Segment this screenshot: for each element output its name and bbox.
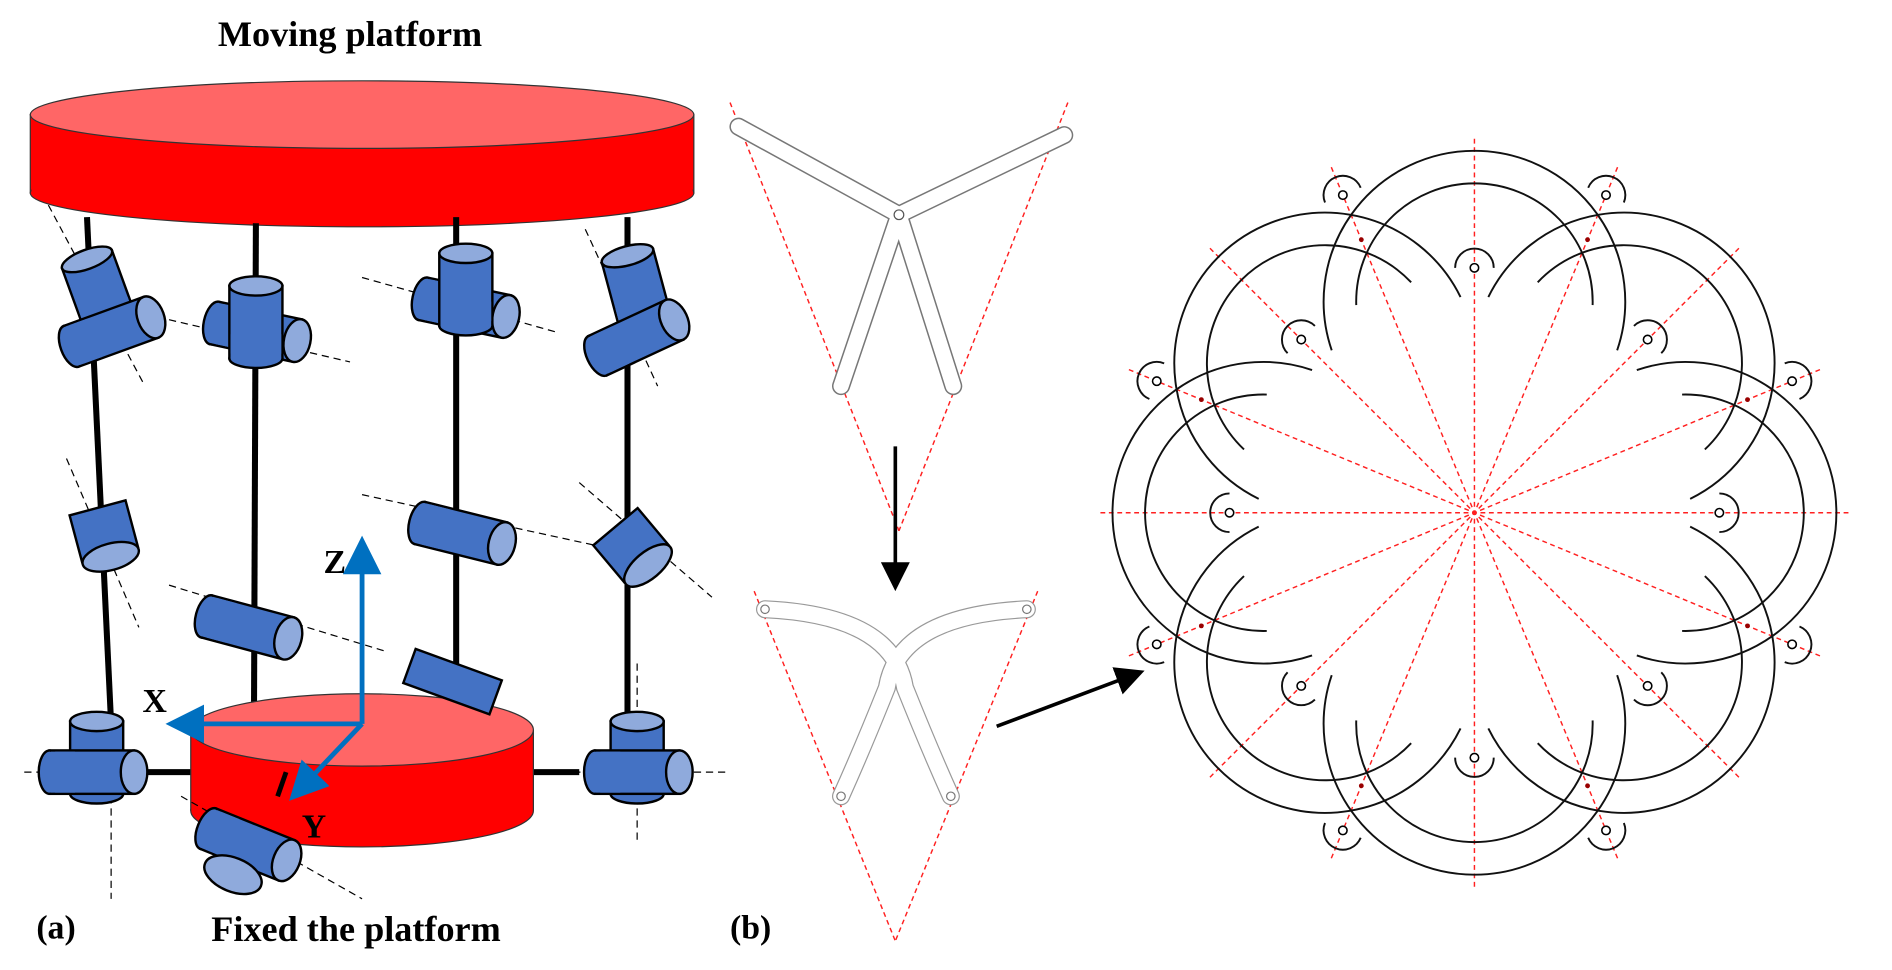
pivot-joint bbox=[1337, 825, 1348, 836]
hinge-point bbox=[1358, 237, 1364, 243]
pivot-joint bbox=[1469, 752, 1480, 763]
hinge-point bbox=[1198, 623, 1204, 629]
pivot-cap bbox=[1587, 822, 1627, 851]
petal-outer-arc bbox=[1111, 360, 1313, 665]
joints bbox=[24, 204, 731, 900]
panel-b: (b) bbox=[729, 102, 1849, 947]
petal-inner-arc bbox=[1355, 720, 1594, 844]
pivot-cap bbox=[1454, 247, 1495, 268]
panel-a: Moving platform bbox=[24, 14, 731, 949]
fixed-platform-title: Fixed the platform bbox=[211, 909, 500, 949]
pivot-cap bbox=[1784, 360, 1813, 400]
moving-platform bbox=[29, 80, 695, 228]
pivot-cap bbox=[1209, 492, 1230, 534]
pivot-joint bbox=[1714, 507, 1725, 518]
pivot-cap bbox=[1719, 492, 1740, 534]
straight-linkage bbox=[729, 102, 1074, 532]
petal-outer-arc bbox=[1322, 149, 1627, 351]
pivot-cap bbox=[1454, 757, 1495, 778]
x-axis-label: X bbox=[142, 683, 166, 720]
pivot-joint bbox=[1337, 190, 1348, 201]
pivot-cap bbox=[1281, 319, 1316, 354]
coordinate-axes: Z X Y bbox=[142, 535, 382, 845]
y-axis-label: Y bbox=[302, 808, 326, 845]
fixed-platform bbox=[190, 693, 534, 848]
petal-outer-arc bbox=[1322, 674, 1627, 876]
pivot-joint bbox=[1296, 680, 1307, 691]
pivot-cap bbox=[1136, 360, 1165, 400]
pivot-cap bbox=[1587, 174, 1627, 203]
hinge-point bbox=[1585, 783, 1590, 789]
petal-outer-arc bbox=[1636, 360, 1838, 665]
pivot-cap bbox=[1633, 671, 1668, 707]
petal-inner-arc bbox=[1206, 575, 1412, 782]
petal-outer-arc bbox=[1487, 211, 1776, 500]
pivot-joint bbox=[1787, 639, 1798, 650]
curved-linkage bbox=[753, 590, 1039, 942]
construction-line bbox=[1128, 368, 1821, 657]
pivot-joint bbox=[1787, 376, 1798, 387]
petal-inner-arc bbox=[1206, 244, 1412, 451]
petal-inner-arc bbox=[1537, 244, 1743, 451]
petal-outer-arc bbox=[1173, 525, 1462, 814]
pivot-joint bbox=[1601, 190, 1612, 201]
petal-outer-arc bbox=[1487, 525, 1776, 814]
pivot-joint bbox=[1601, 825, 1612, 836]
petal-inner-arc bbox=[1355, 182, 1594, 306]
y-axis-arrow bbox=[289, 722, 364, 801]
pivot-joint bbox=[1642, 680, 1653, 691]
pivot-cap bbox=[1633, 319, 1668, 354]
petal-inner-arc bbox=[1537, 575, 1743, 782]
pivot-joint bbox=[1151, 639, 1162, 650]
hinge-point bbox=[1745, 623, 1750, 629]
petal-outer-arc bbox=[1173, 211, 1462, 500]
panel-b-label: (b) bbox=[730, 910, 771, 947]
pivot-cap bbox=[1322, 822, 1362, 851]
pivot-cap bbox=[1281, 671, 1316, 707]
hinge-point bbox=[1198, 397, 1204, 403]
moving-platform-title: Moving platform bbox=[218, 14, 482, 54]
panel-a-label: (a) bbox=[36, 910, 75, 947]
pivot-cap bbox=[1136, 625, 1165, 665]
pivot-cap bbox=[1322, 174, 1362, 203]
flower-assembly bbox=[1100, 138, 1849, 887]
z-axis-label: Z bbox=[323, 544, 346, 581]
right-arrow bbox=[996, 667, 1145, 728]
hinge-point bbox=[1585, 237, 1590, 243]
pivot-joint bbox=[1151, 376, 1162, 387]
pivot-cap bbox=[1784, 625, 1813, 665]
pivot-joint bbox=[1224, 507, 1235, 518]
hinge-point bbox=[1358, 783, 1364, 789]
pivot-joint bbox=[1469, 262, 1480, 273]
hinge-point bbox=[1745, 397, 1750, 403]
petal-inner-arc bbox=[1682, 393, 1805, 632]
pivot-joint bbox=[1642, 334, 1653, 345]
petal-inner-arc bbox=[1144, 393, 1267, 632]
pivot-joint bbox=[1296, 334, 1307, 345]
